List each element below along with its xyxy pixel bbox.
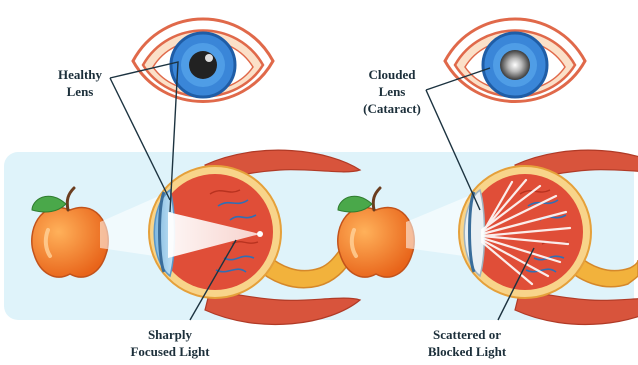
cataract-eye-front bbox=[445, 19, 585, 102]
cataract-lens-label-line3: (Cataract) bbox=[352, 100, 432, 117]
healthy-lens-label: Healthy Lens bbox=[52, 66, 108, 100]
cataract-lens-label-line1: Clouded bbox=[352, 66, 432, 83]
healthy-eye-front bbox=[133, 19, 273, 102]
healthy-lens-label-line2: Lens bbox=[52, 83, 108, 100]
healthy-lens-label-line1: Healthy bbox=[52, 66, 108, 83]
cataract-lens-label: Clouded Lens (Cataract) bbox=[352, 66, 432, 117]
focused-light-label: Sharply Focused Light bbox=[115, 326, 225, 360]
focused-light-label-line2: Focused Light bbox=[115, 343, 225, 360]
focused-light-label-line1: Sharply bbox=[115, 326, 225, 343]
scattered-light-label: Scattered or Blocked Light bbox=[412, 326, 522, 360]
scattered-light-label-line2: Blocked Light bbox=[412, 343, 522, 360]
clouded-pupil bbox=[500, 50, 530, 80]
scattered-light-label-line1: Scattered or bbox=[412, 326, 522, 343]
healthy-pupil bbox=[189, 51, 217, 79]
cataract-lens-label-line2: Lens bbox=[352, 83, 432, 100]
